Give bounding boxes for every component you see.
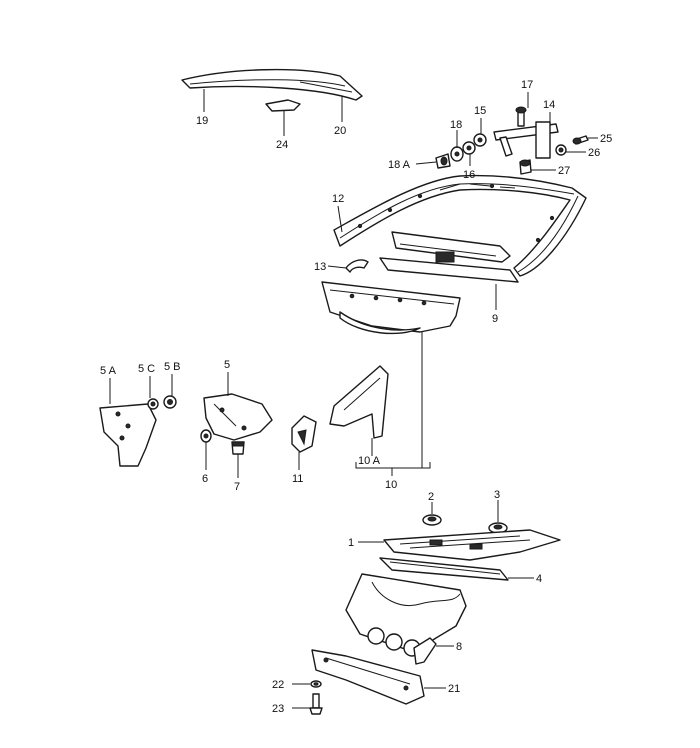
callout-8: 8: [456, 641, 462, 653]
callout-6: 6: [202, 473, 208, 485]
leader-18a: [415, 161, 437, 165]
part-17-bolt: [515, 106, 527, 127]
callout-13: 13: [314, 261, 326, 273]
callout-10: 10: [385, 479, 397, 491]
part-6-nut: [200, 429, 212, 443]
leader-13: [327, 265, 347, 269]
callout-7: 7: [234, 481, 240, 493]
callout-26: 26: [588, 147, 600, 159]
callout-14: 14: [543, 99, 555, 111]
part-4-cross-member: [379, 557, 509, 581]
callout-19: 19: [196, 115, 208, 127]
callout-20: 20: [334, 125, 346, 137]
callout-9: 9: [492, 313, 498, 325]
callout-labels: 19 20 24 17 14 15 18 25 26 18 A 16 27 12…: [100, 79, 612, 715]
part-16-nut: [462, 141, 476, 155]
leader-12: [337, 205, 343, 233]
callout-11: 11: [292, 473, 303, 485]
callout-17: 17: [521, 79, 533, 91]
callout-12: 12: [332, 193, 344, 205]
part-27-pin: [519, 159, 532, 175]
callout-2: 2: [428, 491, 434, 503]
callout-18: 18: [450, 119, 462, 131]
callout-15: 15: [474, 105, 486, 117]
part-5-seat-side: [203, 393, 273, 441]
lower-tunnel-panel: [345, 573, 467, 657]
callout-25: 25: [600, 133, 612, 145]
part-1-floor-panel: [383, 529, 561, 561]
callout-27: 27: [558, 165, 570, 177]
part-13-clip: [345, 259, 369, 273]
part-21-lower-member: [311, 649, 425, 705]
part-5a-trim-panel: [99, 403, 157, 467]
part-8-bracket: [413, 637, 437, 665]
callout-24: 24: [276, 139, 288, 151]
callout-22: 22: [272, 679, 284, 691]
part-22-washer: [310, 680, 322, 688]
part-18-grommet: [450, 146, 464, 162]
callout-5: 5: [224, 359, 230, 371]
callout-21: 21: [448, 683, 460, 695]
callout-5b: 5 B: [164, 361, 181, 373]
part-23-bolt: [309, 693, 323, 715]
part-9-cross-member: [379, 231, 519, 283]
part-25-screw: [572, 135, 589, 145]
callout-5a: 5 A: [100, 365, 117, 377]
callout-10a: 10 A: [358, 455, 381, 467]
callout-16: 16: [463, 169, 475, 181]
part-5b-screw: [163, 395, 177, 409]
part-15-washer: [473, 133, 487, 147]
part-26-nut: [555, 144, 567, 156]
callout-3: 3: [494, 489, 500, 501]
part-11-gusset: [291, 415, 317, 453]
callout-18a: 18 A: [388, 159, 411, 171]
callout-23: 23: [272, 703, 284, 715]
part-14-hinge-bracket: [493, 121, 559, 159]
leader-10-bracket: [355, 462, 431, 469]
part-10-rear-panel: [321, 281, 461, 335]
part-3-plug: [488, 522, 508, 534]
part-10a-pillar: [329, 365, 389, 439]
callout-1: 1: [348, 537, 354, 549]
part-2-plug: [422, 514, 442, 526]
callout-5c: 5 C: [138, 363, 155, 375]
part-12-rear-frame: [333, 174, 587, 277]
part-5c-washer: [147, 398, 159, 410]
part-24-roof-clip: [265, 99, 301, 112]
part-7-stop: [231, 441, 245, 455]
callout-4: 4: [536, 573, 542, 585]
part-19-roof-panel: [181, 68, 363, 101]
part-18a-bushing: [435, 153, 451, 169]
